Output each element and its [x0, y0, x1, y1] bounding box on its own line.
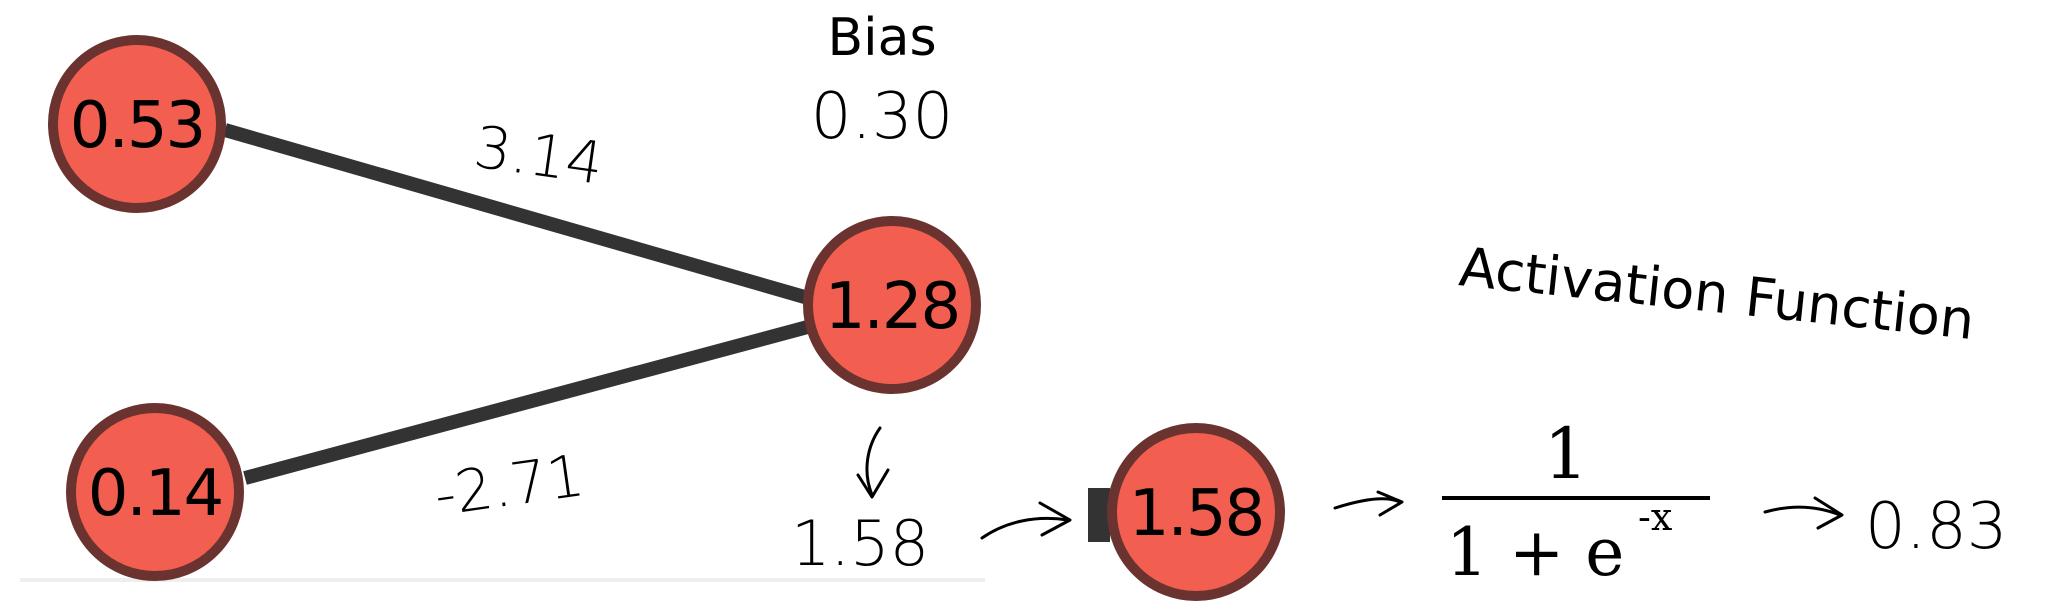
formula-arrow-icon	[1333, 490, 1404, 517]
input-node-1-value: 0.53	[70, 89, 205, 163]
output-node: 1.58	[1107, 423, 1285, 601]
input-node-2: 0.14	[66, 403, 244, 581]
weight-label-2: -2.71	[430, 441, 588, 529]
down-arrow-icon	[856, 426, 890, 499]
bias-value: 0.30	[811, 80, 954, 154]
output-node-value: 1.58	[1129, 477, 1264, 551]
formula-denominator: 1 + e	[1446, 514, 1624, 591]
formula-exponent: -x	[1638, 495, 1672, 539]
activation-result: 0.83	[1865, 490, 2008, 564]
right-arrow-icon	[980, 501, 1072, 540]
output-connector	[1088, 488, 1110, 542]
result-arrow-icon	[1763, 496, 1844, 530]
activation-title: Activation Function	[1456, 235, 1977, 352]
formula-numerator: 1	[1544, 413, 1589, 495]
edge-input2-to-neuron	[243, 318, 817, 485]
sum-note: 1.58	[791, 507, 929, 580]
input-node-1: 0.53	[48, 35, 226, 213]
neuron-node-value: 1.28	[825, 270, 960, 344]
input-node-2-value: 0.14	[88, 457, 223, 531]
sigmoid-formula: 1 1 + e -x	[1442, 413, 1710, 591]
bias-title: Bias	[827, 8, 936, 68]
neuron-node: 1.28	[803, 216, 981, 394]
weight-label-1: 3.14	[470, 113, 607, 198]
edge-input1-to-neuron	[223, 123, 817, 307]
